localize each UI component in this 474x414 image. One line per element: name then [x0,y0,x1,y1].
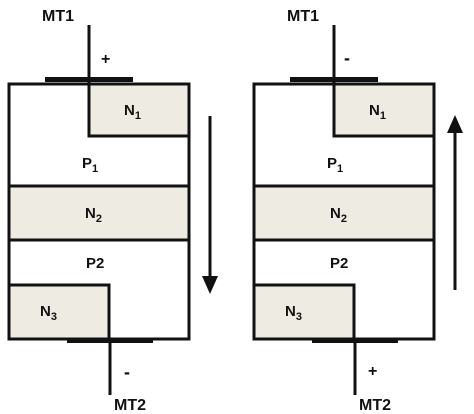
right-mt1-sign: - [344,48,350,68]
right-n1-label: N1 [369,102,386,122]
left-mt1-label: MT1 [42,8,74,25]
left-n2-label: N2 [85,205,102,225]
right-n1-region [332,82,436,138]
left-n3-label: N3 [40,303,57,323]
left-n3-region [7,283,111,341]
left-mt2-sign: - [124,362,130,382]
right-current-arrow [447,115,463,290]
right-n2-region [252,184,436,242]
left-triac: MT1 + N1 P1 N2 P2 N3 - MT2 [7,8,218,414]
right-mt2-label: MT2 [359,397,391,414]
left-n2-region [7,184,191,242]
left-current-arrow [202,116,218,294]
left-n1-label: N1 [124,102,141,122]
left-mt1-sign: + [101,51,110,68]
right-triac: MT1 - N1 P1 N2 P2 N3 + MT2 [252,8,463,414]
right-p1-label: P1 [327,155,343,175]
left-p1-label: P1 [82,155,98,175]
left-p2-label: P2 [86,255,104,272]
left-n1-region [87,82,191,138]
right-n3-label: N3 [285,303,302,323]
right-p2-label: P2 [330,255,348,272]
right-n3-region [252,283,356,341]
right-n2-label: N2 [330,205,347,225]
right-mt1-contact [290,77,378,82]
right-mt2-sign: + [368,363,377,380]
right-mt1-label: MT1 [287,8,319,25]
left-mt2-label: MT2 [114,397,146,414]
left-mt1-contact [45,77,133,82]
